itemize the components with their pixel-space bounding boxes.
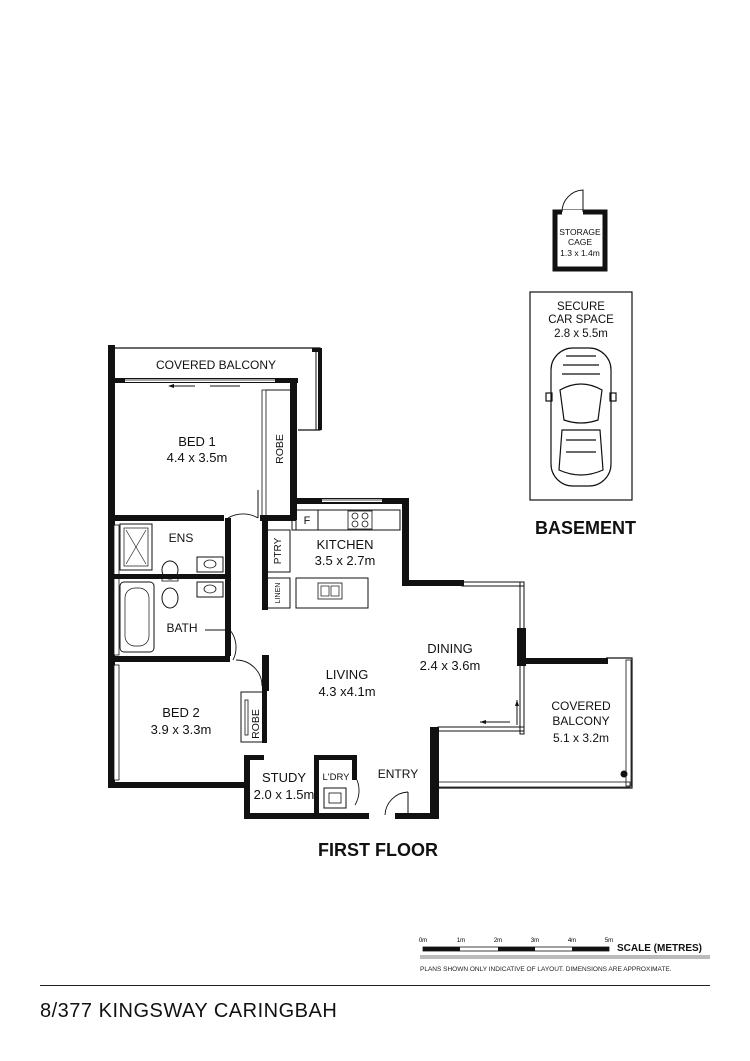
scale-bar: 0m 1m 2m 3m 4m 5m xyxy=(419,938,710,959)
bath-label: BATH xyxy=(166,621,197,635)
footer-divider xyxy=(40,985,710,986)
dining-label: DINING xyxy=(427,641,473,656)
first-floor-plan: COVERED BALCONY BED 1 4.4 x 3.5m ROBE EN… xyxy=(108,345,633,819)
study-dims: 2.0 x 1.5m xyxy=(254,787,315,802)
balcony-right-label: COVERED xyxy=(551,699,611,713)
scale-tick-3: 3m xyxy=(531,938,539,944)
living-dims: 4.3 x4.1m xyxy=(318,684,375,699)
bed1-dims: 4.4 x 3.5m xyxy=(167,450,228,465)
dining-dims: 2.4 x 3.6m xyxy=(420,658,481,673)
scale-tick-0: 0m xyxy=(419,938,427,944)
car-icon xyxy=(545,347,617,487)
scale-title: SCALE (METRES) xyxy=(617,943,702,954)
robe2-label: ROBE xyxy=(250,709,262,739)
car-space-label: SECURE xyxy=(557,301,605,313)
living-label: LIVING xyxy=(326,667,369,682)
bed1-label: BED 1 xyxy=(178,434,216,449)
first-floor-title: FIRST FLOOR xyxy=(318,840,438,860)
linen-label: LINEN xyxy=(275,583,282,604)
storage-label: STORAGE xyxy=(559,227,601,237)
storage-label-2: CAGE xyxy=(568,237,592,247)
bed2-label: BED 2 xyxy=(162,705,200,720)
entry-label: ENTRY xyxy=(378,767,418,781)
storage-dims: 1.3 x 1.4m xyxy=(560,248,600,258)
storage-cage: STORAGE CAGE 1.3 x 1.4m xyxy=(552,189,608,272)
scale-tick-2: 2m xyxy=(494,938,502,944)
property-address: 8/377 KINGSWAY CARINGBAH xyxy=(40,1000,338,1022)
disclaimer: PLANS SHOWN ONLY INDICATIVE OF LAYOUT. D… xyxy=(420,966,672,973)
ptry-label: PTRY xyxy=(273,537,284,564)
bed2-dims: 3.9 x 3.3m xyxy=(151,722,212,737)
car-space: SECURE CAR SPACE 2.8 x 5.5m xyxy=(529,291,633,501)
study-label: STUDY xyxy=(262,770,306,785)
kitchen-label: KITCHEN xyxy=(316,537,373,552)
ens-label: ENS xyxy=(169,531,194,545)
covered-balcony-top-label: COVERED BALCONY xyxy=(156,358,276,372)
scale-tick-4: 4m xyxy=(568,938,576,944)
robe1-label: ROBE xyxy=(274,434,286,464)
kitchen-dims: 3.5 x 2.7m xyxy=(315,553,376,568)
basement-title: BASEMENT xyxy=(535,518,637,538)
fridge-label: F xyxy=(304,515,311,527)
car-space-dims: 2.8 x 5.5m xyxy=(554,328,608,340)
scale-tick-5: 5m xyxy=(605,938,613,944)
balcony-right-dims: 5.1 x 3.2m xyxy=(553,731,609,745)
balcony-right-label-2: BALCONY xyxy=(552,714,609,728)
laundry-label: L'DRY xyxy=(323,772,351,783)
car-space-label-2: CAR SPACE xyxy=(548,314,614,326)
scale-tick-1: 1m xyxy=(457,938,465,944)
